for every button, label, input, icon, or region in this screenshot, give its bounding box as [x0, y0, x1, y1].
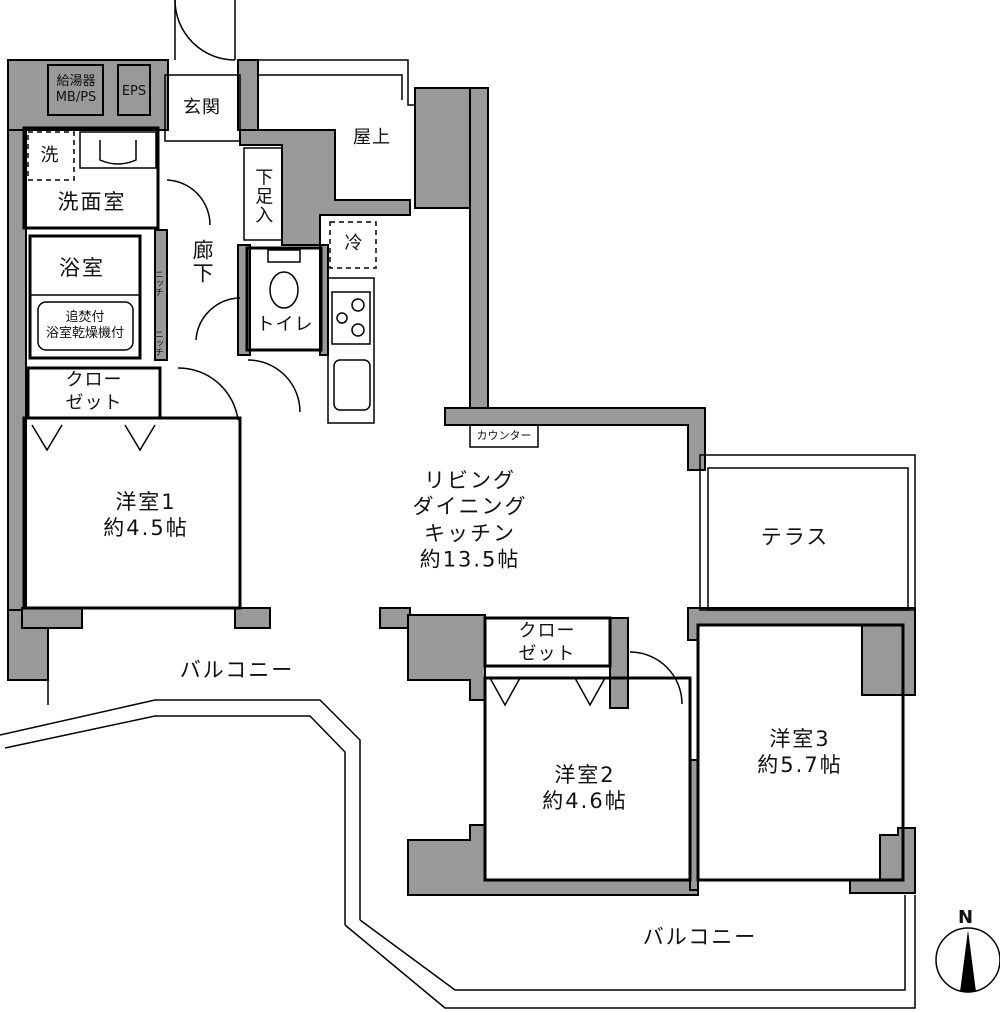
wall	[154, 229, 168, 361]
washroom-label: 洗面室	[57, 189, 127, 214]
niche-2-label: ニッチ	[152, 329, 163, 357]
wall	[407, 614, 486, 701]
balcony-west-label: バルコニー	[179, 657, 295, 682]
ldk-label: リビングダイニングキッチン約13.5帖	[412, 468, 528, 572]
balcony-south-label: バルコニー	[642, 924, 758, 949]
toilet-label: トイレ	[256, 313, 314, 335]
entrance-label: 玄関	[183, 96, 221, 118]
closet-1-label: クローゼット	[65, 369, 123, 414]
eps-label: EPS	[121, 83, 147, 99]
wall	[849, 827, 916, 894]
hallway-label: 廊下	[190, 239, 215, 285]
compass-north-label: N	[957, 906, 975, 928]
wall	[444, 407, 706, 471]
terrace-label: テラス	[760, 524, 830, 549]
wall	[379, 607, 411, 629]
rooftop-label: 屋上	[353, 126, 391, 148]
wall	[609, 617, 629, 709]
closet-2-label: クローゼット	[518, 620, 576, 665]
wall	[469, 87, 489, 409]
wall	[234, 607, 271, 629]
niche-1-label: ニッチ	[152, 269, 163, 297]
wall	[237, 59, 259, 131]
wall	[7, 59, 169, 131]
bathroom-label: 浴室	[59, 255, 105, 280]
wall	[407, 824, 699, 896]
wall	[414, 87, 474, 209]
wall	[21, 607, 83, 629]
counter-label: カウンター	[476, 429, 532, 443]
wall	[687, 607, 916, 696]
refrigerator-label: 冷	[344, 232, 364, 254]
bath-features-label: 追焚付浴室乾燥機付	[45, 309, 125, 341]
shoe-box-label: 下足入	[252, 167, 274, 225]
washer-label: 洗	[40, 144, 60, 166]
